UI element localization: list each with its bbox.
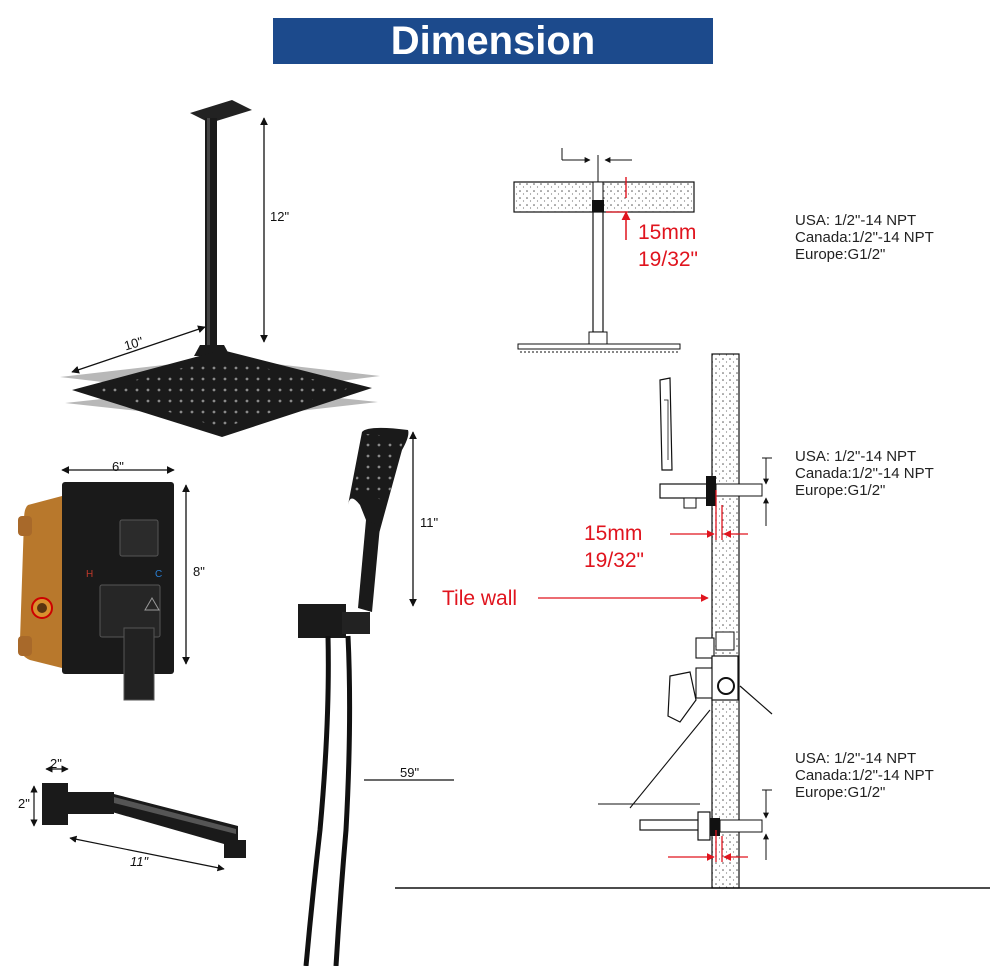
arm-length-label: 12" [270, 209, 290, 224]
spec-canada: Canada:1/2"-14 NPT [795, 465, 934, 482]
thread-spec-top: USA: 1/2"-14 NPT Canada:1/2"-14 NPT Euro… [795, 212, 934, 263]
hot-mark: H [86, 569, 94, 580]
page-title: Dimension [390, 19, 596, 63]
spec-europe: Europe:G1/2" [795, 784, 886, 801]
spout-height-label: 2" [18, 796, 30, 811]
thread-spec-middle: USA: 1/2"-14 NPT Canada:1/2"-14 NPT Euro… [795, 448, 934, 499]
plate-height-label: 8" [193, 564, 205, 579]
valve-body [18, 496, 62, 668]
valve-trim-plate [62, 482, 174, 701]
tub-spout [42, 783, 246, 858]
clearance-top-inch: 19/32" [638, 248, 699, 271]
spout-depth-label: 2" [50, 756, 62, 771]
spec-canada: Canada:1/2"-14 NPT [795, 229, 934, 246]
spout-length-line [69, 835, 225, 872]
clearance-middle-mm: 15mm [584, 522, 643, 545]
tile-wall-section [395, 353, 990, 889]
title-banner: Dimension [273, 18, 713, 64]
handheld-length-label: 11" [420, 515, 439, 530]
rain-shower-head [60, 100, 380, 437]
clearance-middle-inch: 19/32" [584, 549, 645, 572]
wall-valve [598, 631, 773, 809]
spec-europe: Europe:G1/2" [795, 246, 886, 263]
wall-handheld-bracket [659, 377, 763, 509]
wall-spout [639, 811, 763, 841]
clearance-marks [538, 490, 748, 862]
spec-usa: USA: 1/2"-14 NPT [795, 448, 917, 465]
ceiling-section [513, 148, 695, 353]
cold-mark: C [155, 569, 163, 580]
spec-usa: USA: 1/2"-14 NPT [795, 212, 917, 229]
tile-wall-label: Tile wall [442, 587, 518, 610]
thread-spec-bottom: USA: 1/2"-14 NPT Canada:1/2"-14 NPT Euro… [795, 750, 934, 801]
spec-europe: Europe:G1/2" [795, 482, 886, 499]
hose-length-label: 59" [400, 765, 420, 780]
plate-width-label: 6" [112, 459, 124, 474]
handheld-shower [298, 427, 409, 966]
spec-usa: USA: 1/2"-14 NPT [795, 750, 917, 767]
pipe-dimension-marks [762, 457, 772, 860]
head-width-line [71, 325, 206, 374]
spec-canada: Canada:1/2"-14 NPT [795, 767, 934, 784]
spout-length-label: 11" [130, 854, 149, 869]
clearance-top-mm: 15mm [638, 221, 697, 244]
